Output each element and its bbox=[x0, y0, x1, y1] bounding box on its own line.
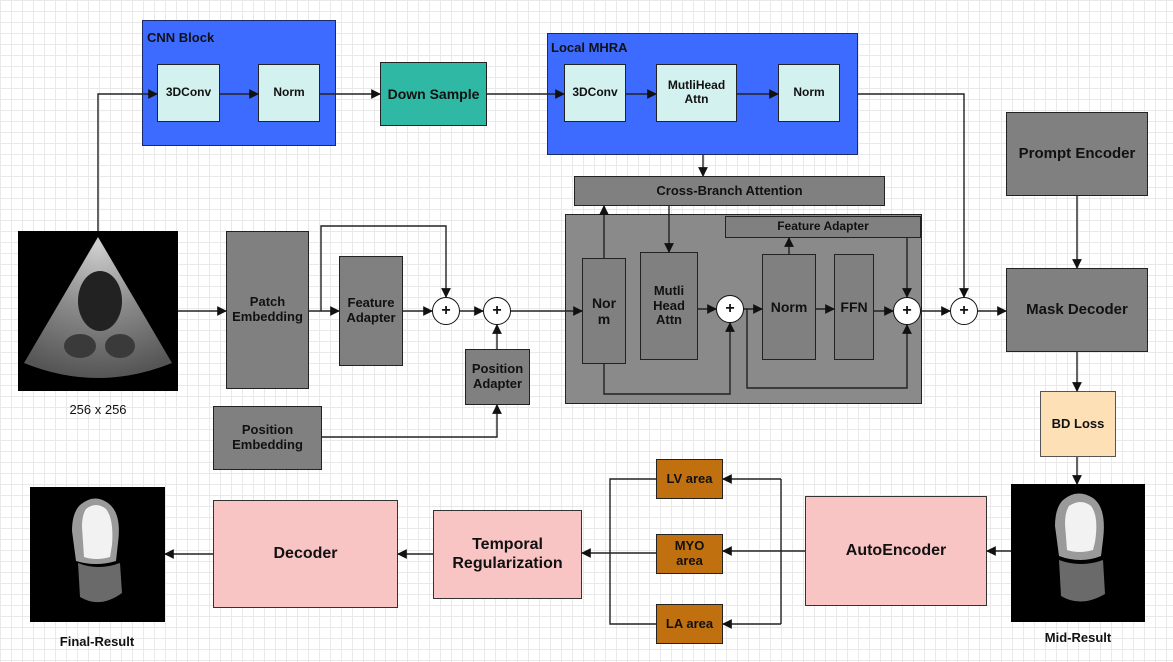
autoencoder: AutoEncoder bbox=[805, 496, 987, 606]
cnn-3dconv: 3DConv bbox=[157, 64, 220, 122]
la-area: LA area bbox=[656, 604, 723, 644]
feature-adapter: Feature Adapter bbox=[339, 256, 403, 366]
add-circle-1: + bbox=[432, 297, 460, 325]
mask-decoder: Mask Decoder bbox=[1006, 268, 1148, 352]
add-circle-4: + bbox=[893, 297, 921, 325]
block-multihead-attn: Mutli Head Attn bbox=[640, 252, 698, 360]
cnn-block-title: CNN Block bbox=[147, 30, 215, 45]
position-adapter: Position Adapter bbox=[465, 349, 530, 405]
feature-adapter-top: Feature Adapter bbox=[725, 216, 921, 238]
block-norm-2: Norm bbox=[762, 254, 816, 360]
myo-area: MYO area bbox=[656, 534, 723, 574]
block-norm: Nor m bbox=[582, 258, 626, 364]
cross-branch-attention: Cross-Branch Attention bbox=[574, 176, 885, 206]
position-embedding: Position Embedding bbox=[213, 406, 322, 470]
mhra-norm: Norm bbox=[778, 64, 840, 122]
ffn: FFN bbox=[834, 254, 874, 360]
temporal-regularization: Temporal Regularization bbox=[433, 510, 582, 599]
mhra-3dconv: 3DConv bbox=[564, 64, 626, 122]
local-mhra-title: Local MHRA bbox=[551, 40, 628, 55]
down-sample: Down Sample bbox=[380, 62, 487, 126]
final-result-image bbox=[30, 487, 165, 622]
cnn-norm: Norm bbox=[258, 64, 320, 122]
decoder: Decoder bbox=[213, 500, 398, 608]
bd-loss: BD Loss bbox=[1040, 391, 1116, 457]
prompt-encoder: Prompt Encoder bbox=[1006, 112, 1148, 196]
add-circle-2: + bbox=[483, 297, 511, 325]
mid-result-caption: Mid-Result bbox=[1044, 630, 1112, 645]
lv-area: LV area bbox=[656, 459, 723, 499]
patch-embedding: Patch Embedding bbox=[226, 231, 309, 389]
add-circle-3: + bbox=[716, 295, 744, 323]
input-echo-image bbox=[18, 231, 178, 391]
final-result-caption: Final-Result bbox=[59, 634, 135, 649]
add-circle-5: + bbox=[950, 297, 978, 325]
input-caption: 256 x 256 bbox=[69, 402, 127, 417]
mid-result-image bbox=[1011, 484, 1145, 622]
mhra-multihead-attn: MutliHead Attn bbox=[656, 64, 737, 122]
